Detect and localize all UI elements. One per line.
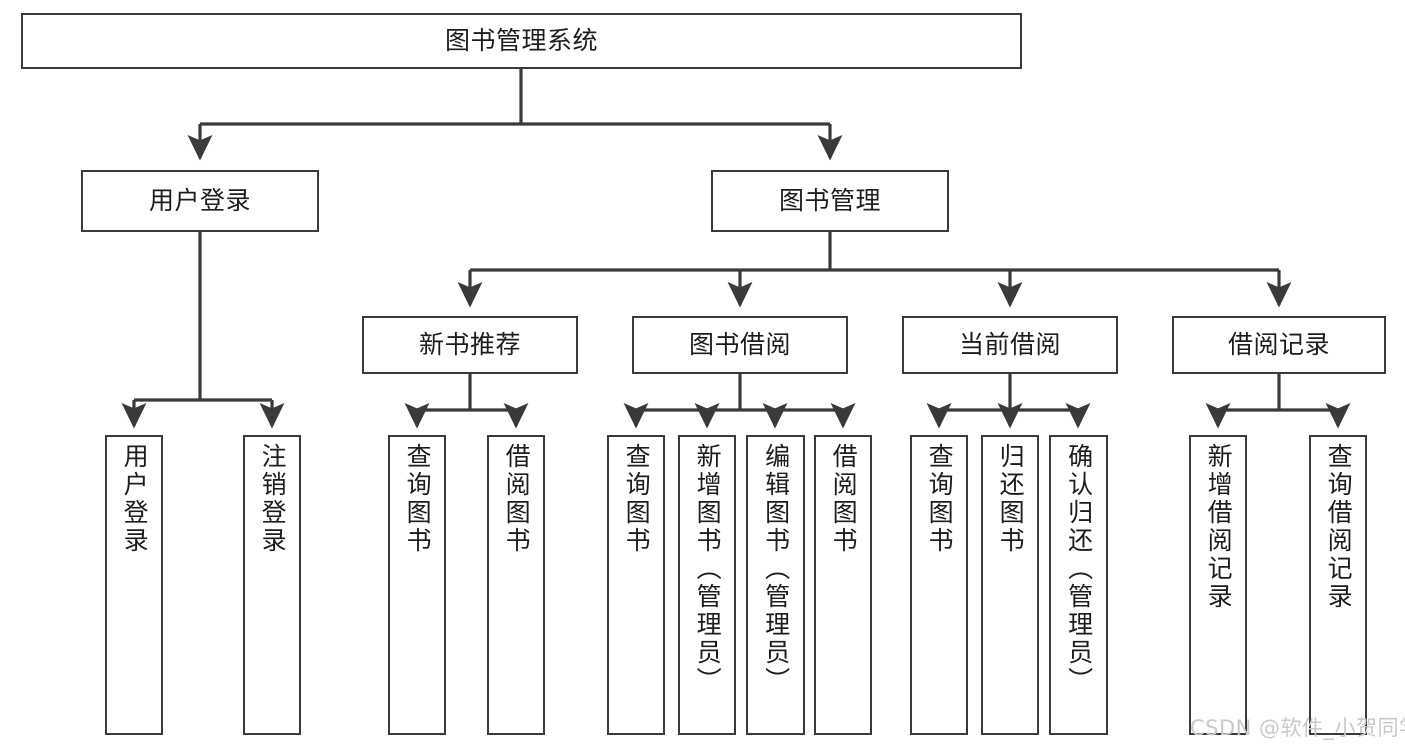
node-leaf-query-book-2[interactable]: 查询图书 [607,435,665,735]
node-book-manage[interactable]: 图书管理 [711,170,949,232]
csdn-watermark: CSDN @软件_小贺同学 [1190,716,1405,740]
node-leaf-borrow-book-1[interactable]: 借阅图书 [487,435,545,735]
node-leaf-query-book-3[interactable]: 查询图书 [910,435,968,735]
node-leaf-edit-book[interactable]: 编辑图书（管理员） [746,435,805,735]
node-leaf-user-login[interactable]: 用户登录 [105,435,163,735]
node-leaf-borrow-book-1-label: 借阅图书 [502,443,532,555]
node-root[interactable]: 图书管理系统 [21,13,1022,69]
node-leaf-query-book-1-label: 查询图书 [403,443,433,555]
node-new-book-recommend-label: 新书推荐 [418,330,521,360]
node-user-login-label: 用户登录 [148,186,251,216]
node-leaf-return-book[interactable]: 归还图书 [981,435,1039,735]
node-leaf-user-logout-label: 注销登录 [258,443,288,555]
node-borrow-record[interactable]: 借阅记录 [1172,316,1386,374]
node-new-book-recommend[interactable]: 新书推荐 [362,316,578,374]
node-leaf-query-book-3-label: 查询图书 [925,443,955,555]
node-current-borrow-label: 当前借阅 [958,330,1061,360]
node-book-borrow[interactable]: 图书借阅 [632,316,848,374]
node-leaf-add-book-label: 新增图书（管理员） [693,443,723,695]
node-leaf-query-record-label: 查询借阅记录 [1324,443,1354,611]
node-borrow-record-label: 借阅记录 [1227,330,1330,360]
node-book-borrow-label: 图书借阅 [688,330,791,360]
node-leaf-add-record[interactable]: 新增借阅记录 [1189,435,1247,735]
node-leaf-borrow-book-2-label: 借阅图书 [829,443,859,555]
node-leaf-edit-book-label: 编辑图书（管理员） [761,443,791,695]
node-user-login[interactable]: 用户登录 [81,170,319,232]
node-leaf-query-book-2-label: 查询图书 [622,443,652,555]
node-leaf-add-record-label: 新增借阅记录 [1204,443,1234,611]
node-leaf-confirm-return[interactable]: 确认归还（管理员） [1049,435,1108,735]
node-leaf-return-book-label: 归还图书 [996,443,1026,555]
node-root-label: 图书管理系统 [444,26,598,56]
node-leaf-add-book[interactable]: 新增图书（管理员） [678,435,736,735]
node-leaf-confirm-return-label: 确认归还（管理员） [1064,443,1094,695]
node-current-borrow[interactable]: 当前借阅 [902,316,1118,374]
node-book-manage-label: 图书管理 [778,186,881,216]
node-leaf-query-book-1[interactable]: 查询图书 [388,435,446,735]
node-leaf-borrow-book-2[interactable]: 借阅图书 [814,435,872,735]
node-leaf-user-login-label: 用户登录 [120,443,150,555]
node-leaf-user-logout[interactable]: 注销登录 [243,435,301,735]
node-leaf-query-record[interactable]: 查询借阅记录 [1309,435,1367,735]
